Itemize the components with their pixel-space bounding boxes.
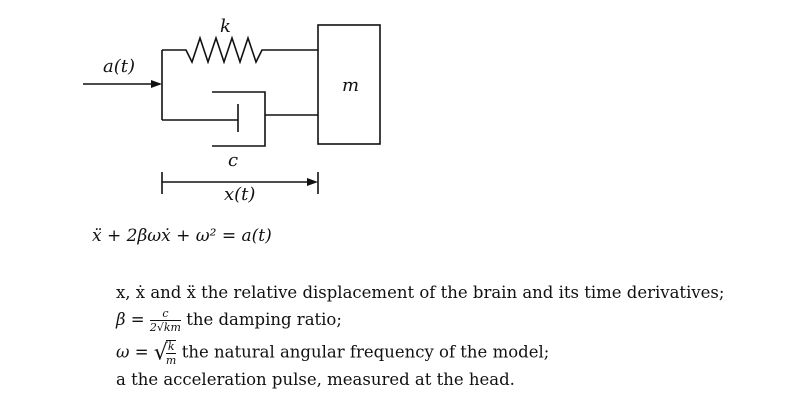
- definition-damping-ratio: β = c 2√km the damping ratio;: [116, 308, 342, 333]
- mass-label: m: [342, 75, 359, 96]
- damper-label: c: [228, 150, 238, 171]
- dim-arrowhead: [307, 178, 318, 186]
- mass-block: [317, 24, 381, 145]
- omega-lhs: ω =: [116, 342, 149, 362]
- beta-denominator: 2√km: [149, 321, 181, 334]
- beta-lhs: β =: [116, 310, 145, 329]
- omega-description: the natural angular frequency of the mod…: [181, 342, 550, 362]
- equation-of-motion: ẍ + 2βωẋ + ω² = a(t): [92, 226, 272, 246]
- beta-fraction: c 2√km: [149, 308, 181, 334]
- omega-denominator: m: [165, 354, 177, 367]
- spring-label: k: [220, 16, 231, 37]
- omega-fraction: k m: [165, 340, 177, 367]
- omega-sqrt: √ k m: [154, 340, 177, 366]
- input-arrowhead: [151, 80, 162, 88]
- radical-sign: √: [153, 340, 168, 366]
- omega-numerator: k: [165, 340, 177, 354]
- spring-damper-diagram: a(t) k c m x(t): [83, 16, 381, 205]
- definition-angular-frequency: ω = √ k m the natural angular frequency …: [116, 340, 549, 366]
- damper-cylinder: [212, 91, 266, 147]
- beta-numerator: c: [149, 308, 181, 321]
- input-label: a(t): [103, 56, 135, 77]
- definition-acceleration: a the acceleration pulse, measured at th…: [116, 370, 515, 389]
- beta-description: the damping ratio;: [186, 310, 342, 329]
- definition-displacement: x, ẋ and ẍ the relative displacement of …: [116, 283, 725, 302]
- displacement-label: x(t): [224, 184, 255, 205]
- spring: [162, 35, 318, 65]
